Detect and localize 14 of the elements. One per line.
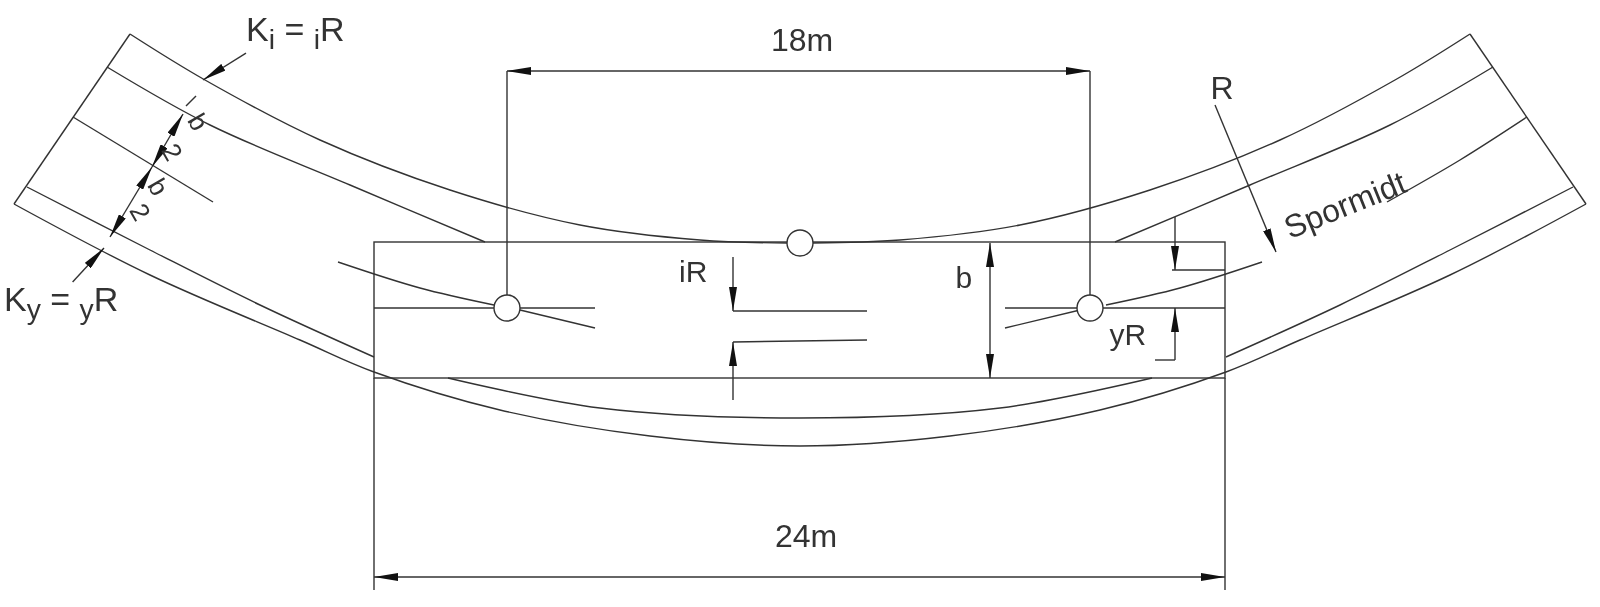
radius-label: R bbox=[1210, 72, 1234, 104]
dimension-label: b bbox=[143, 174, 174, 200]
dimension-label: yR bbox=[1109, 320, 1147, 350]
formula-label: K$_{i}$ = $_{i}$R bbox=[246, 12, 345, 54]
dimension-label: iR bbox=[679, 257, 708, 287]
leader-line bbox=[202, 52, 247, 81]
dimension-label: 2 bbox=[125, 199, 156, 225]
dimension-label: 2 bbox=[157, 139, 188, 165]
formula-label: K$_{y}$ = $_{y}$R bbox=[4, 282, 119, 324]
leader-line bbox=[71, 247, 105, 283]
dimension-label: 18m bbox=[771, 24, 834, 56]
dimension-label: 24m bbox=[775, 520, 838, 552]
dimension-label: b bbox=[183, 109, 214, 135]
dimension-label: b bbox=[955, 263, 973, 293]
